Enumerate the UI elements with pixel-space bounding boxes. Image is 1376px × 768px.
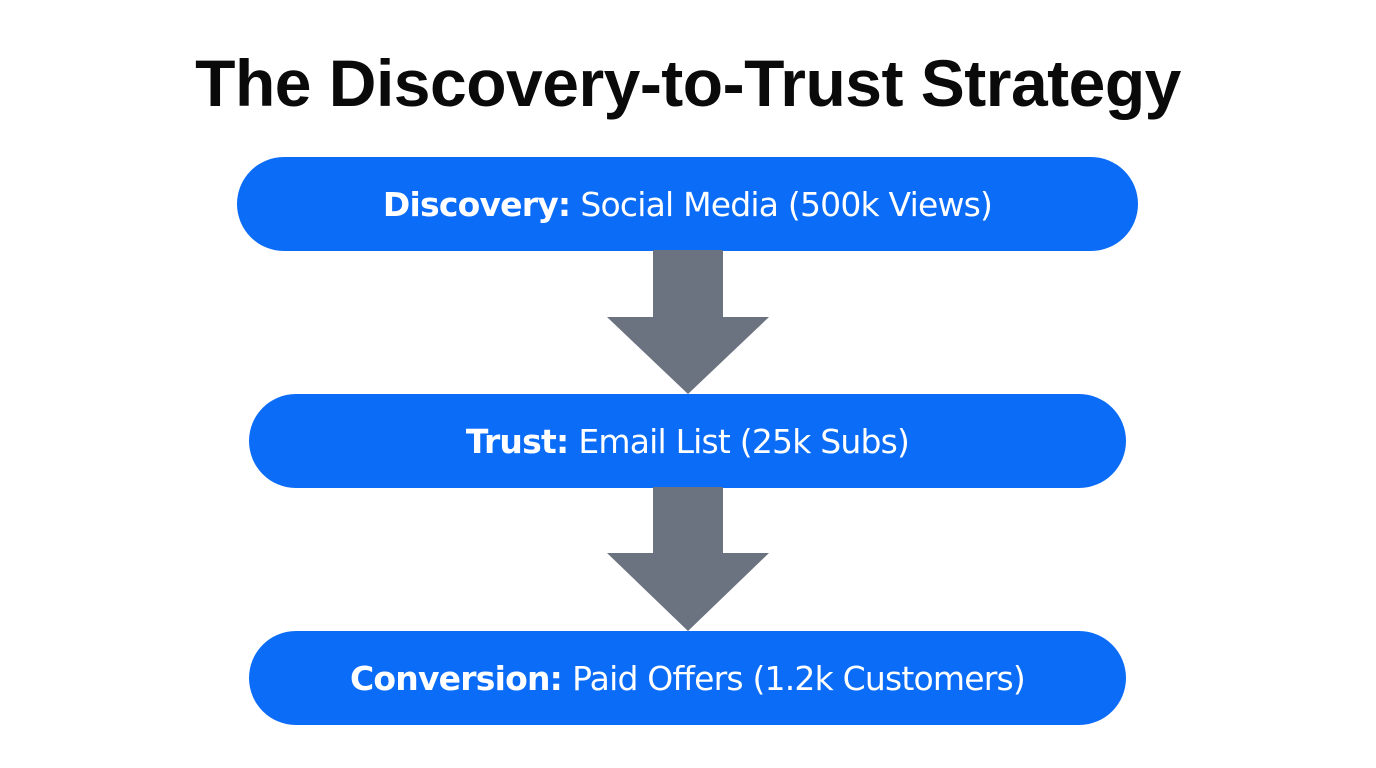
stage-conversion: Conversion: Paid Offers (1.2k Customers)	[249, 631, 1126, 725]
stage-description: Social Media (500k Views)	[580, 184, 993, 224]
stage-trust: Trust: Email List (25k Subs)	[249, 394, 1126, 488]
arrow-down-icon	[607, 250, 769, 394]
arrow-down-icon	[607, 487, 769, 631]
stage-description: Paid Offers (1.2k Customers)	[572, 658, 1026, 698]
stage-label: Conversion:	[349, 658, 563, 698]
stage-label: Trust:	[465, 421, 569, 461]
stage-discovery: Discovery: Social Media (500k Views)	[237, 157, 1138, 251]
stage-description: Email List (25k Subs)	[578, 421, 910, 461]
stage-label: Discovery:	[382, 184, 571, 224]
diagram-title: The Discovery-to-Trust Strategy	[195, 46, 1181, 120]
